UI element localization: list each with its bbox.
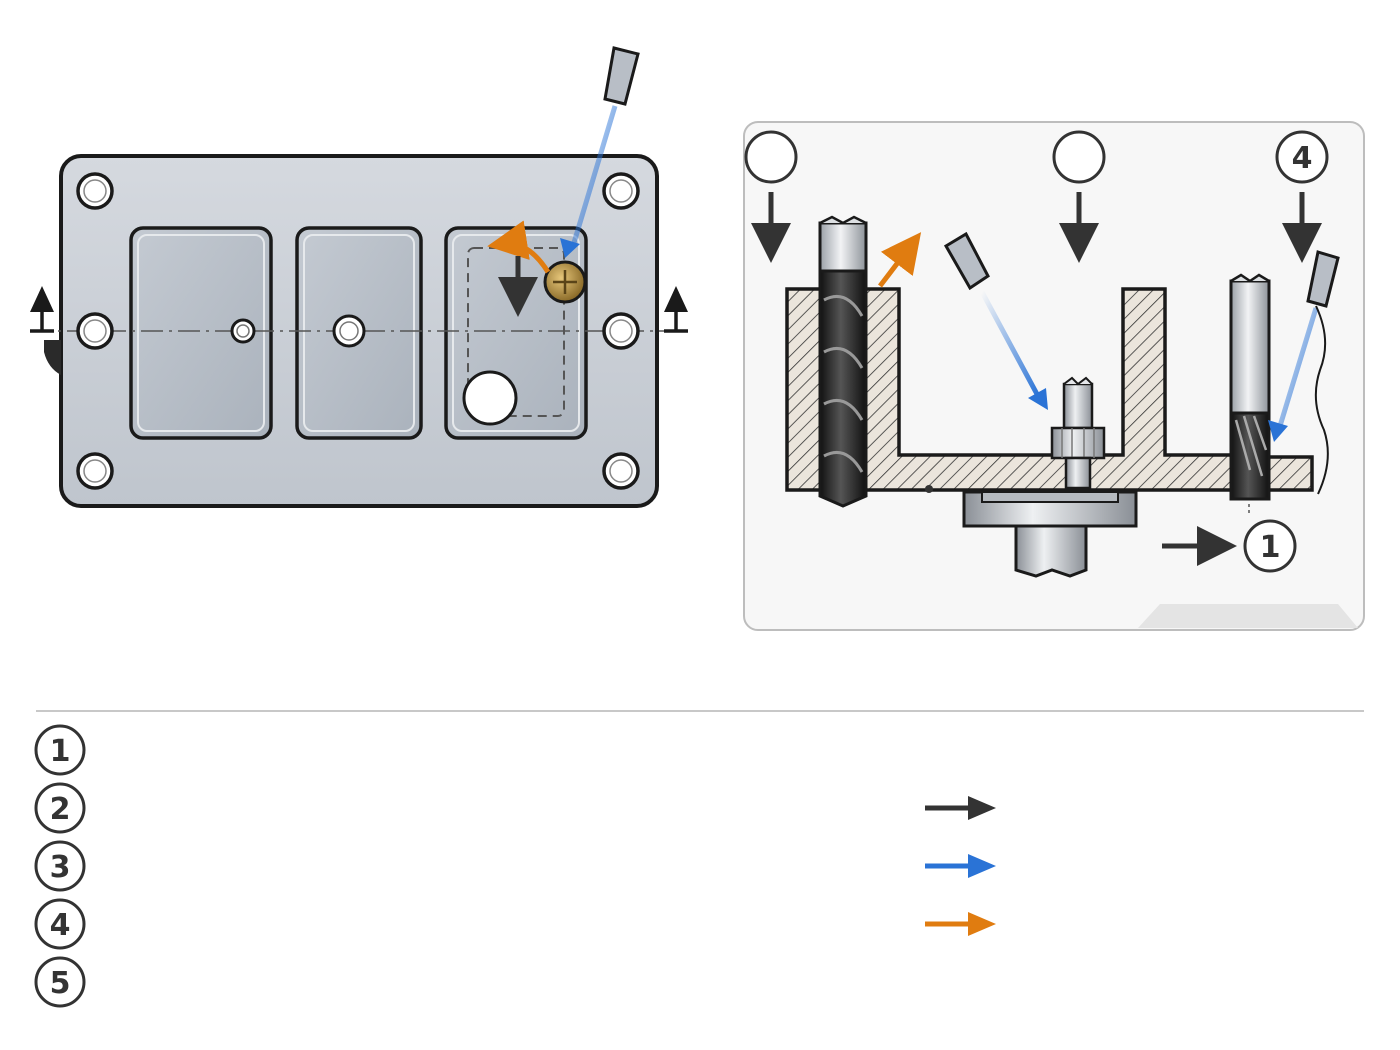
threaded-pin xyxy=(1050,376,1106,490)
section-mark-right: I xyxy=(664,286,688,361)
legend-item: 5 xyxy=(34,956,86,1008)
rotate-arrow xyxy=(487,220,551,274)
chuck xyxy=(962,490,1138,578)
legend-number: 5 xyxy=(50,966,71,1001)
coolant-flow-arrow xyxy=(570,105,618,247)
legend-marker xyxy=(34,898,86,950)
break-line xyxy=(1314,305,1329,495)
coolant-flow-arrow xyxy=(1277,307,1319,427)
hidden-outline xyxy=(467,247,565,417)
section-mark-left: I xyxy=(30,286,54,361)
pocket-hole xyxy=(230,318,256,344)
legend-number: 4 xyxy=(50,908,71,943)
section-mark-label: I xyxy=(30,359,31,361)
chip-arrow xyxy=(878,232,922,288)
twist-drill xyxy=(818,215,868,508)
legend-marker xyxy=(34,782,86,834)
section-view: 4 xyxy=(743,121,1365,660)
legend-item: 2 xyxy=(34,782,996,834)
step-marker xyxy=(1275,130,1329,184)
legend-arrow-head xyxy=(968,854,996,878)
coolant-nozzle xyxy=(1306,250,1340,308)
through-hole xyxy=(462,370,518,426)
step-marker-label: 4 xyxy=(1292,141,1313,176)
step-marker-label: 1 xyxy=(1260,530,1281,565)
step-marker xyxy=(1052,130,1106,184)
pocket-hole xyxy=(332,314,366,348)
legend-arrow-head xyxy=(968,912,996,936)
legend-number: 2 xyxy=(50,792,71,827)
legend-marker xyxy=(34,956,86,1008)
coolant-nozzle xyxy=(943,231,990,291)
legend-item: 3 xyxy=(34,840,996,892)
end-mill xyxy=(1229,273,1271,516)
legend: 1 2 3 4 5 xyxy=(34,710,1364,1008)
coolant-nozzle xyxy=(603,46,640,106)
legend-number: 1 xyxy=(50,734,71,769)
legend-arrow-head xyxy=(968,796,996,820)
legend-marker xyxy=(34,840,86,892)
step-marker xyxy=(1243,519,1297,573)
section-mark-label: I xyxy=(664,359,665,361)
coolant-flow-arrow xyxy=(979,290,1041,398)
machining-diagram: I I 4 xyxy=(30,46,1365,660)
plan-view: I I xyxy=(30,46,688,655)
step-marker xyxy=(744,130,798,184)
legend-marker xyxy=(34,724,86,776)
mounting-holes xyxy=(76,172,640,490)
legend-number: 3 xyxy=(50,850,71,885)
legend-item: 1 xyxy=(34,724,86,776)
pocket-1 xyxy=(129,226,273,440)
legend-item: 4 xyxy=(34,898,996,950)
